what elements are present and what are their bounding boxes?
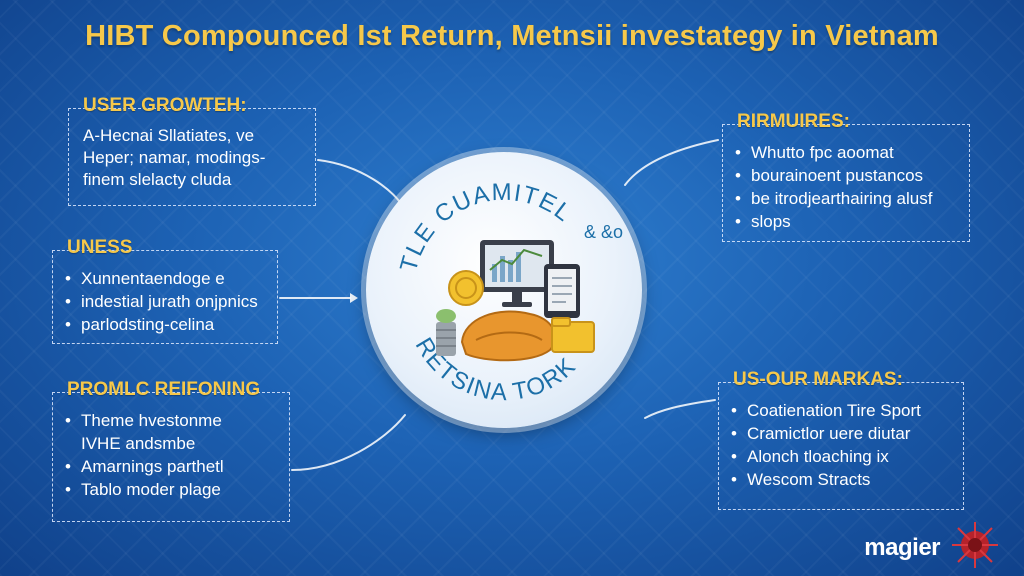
list-item: •Amarnings parthetl: [65, 457, 224, 476]
wallet-icon: [460, 310, 557, 362]
logo-mark-icon: [952, 522, 998, 568]
connector-promo: [291, 414, 406, 471]
coin-icon: [448, 270, 484, 306]
list-item: •Coatienation Tire Sport: [731, 401, 921, 420]
unes-heading: UNESS: [67, 237, 133, 258]
list-item: •be itrodjearthairing alusf: [735, 189, 933, 208]
coin-stack-icon: [436, 309, 456, 356]
user-growth-line: Heper; namar, modings-: [83, 148, 266, 167]
list-item: •Tablo moder plage: [65, 480, 221, 499]
requirements-heading: RIRMUIRES:: [737, 111, 850, 132]
arrow-head-icon: [350, 293, 358, 303]
connector-market: [644, 399, 716, 419]
user-growth-heading: USER GROWTEH:: [83, 95, 247, 116]
list-item: •indestial jurath onjpnics: [65, 292, 258, 311]
center-top-tail: & &o: [584, 222, 623, 242]
user-growth-box: USER GROWTEH: A-Hecnai Sllatiates, ve He…: [68, 95, 316, 206]
list-item: •Theme hvestonme: [65, 411, 222, 430]
user-growth-line: A-Hecnai Sllatiates, ve: [83, 126, 255, 145]
promo-heading: PROMLC REIFONING: [67, 379, 261, 400]
center-circle: TLE CUAMITEL & &o RETSINA TORK: [366, 152, 642, 428]
list-item: •bourainoent pustancos: [735, 166, 924, 185]
list-item: •slops: [735, 212, 791, 231]
list-item: •Wescom Stracts: [731, 470, 871, 489]
list-item: •Cramictlor uere diutar: [731, 424, 911, 443]
tablet-icon: [544, 264, 580, 318]
monitor-icon: [480, 240, 554, 307]
list-item: IVHE andsmbe: [81, 434, 196, 453]
page-title: HIBT Compounced Ist Return, Metnsii inve…: [85, 20, 939, 52]
folder-icon: [551, 317, 595, 353]
list-item: •Xunnentaendoge e: [65, 269, 225, 288]
list-item: •parlodsting-celina: [65, 315, 215, 334]
promo-box: PROMLC REIFONING •Theme hvestonme IVHE a…: [52, 379, 290, 522]
requirements-box: RIRMUIRES: •Whutto fpc aoomat •bourainoe…: [722, 111, 970, 242]
user-growth-line: finem slelacty cluda: [83, 170, 232, 189]
unes-box: UNESS •Xunnentaendoge e •indestial jurat…: [52, 237, 278, 344]
markets-heading: US-OUR MARKAS:: [733, 369, 903, 390]
brand-logo: magier: [864, 534, 940, 561]
list-item: •Whutto fpc aoomat: [735, 143, 894, 162]
markets-box: US-OUR MARKAS: •Coatienation Tire Sport …: [718, 369, 964, 510]
connector-rirm: [624, 139, 719, 186]
list-item: •Alonch tloaching ix: [731, 447, 889, 466]
